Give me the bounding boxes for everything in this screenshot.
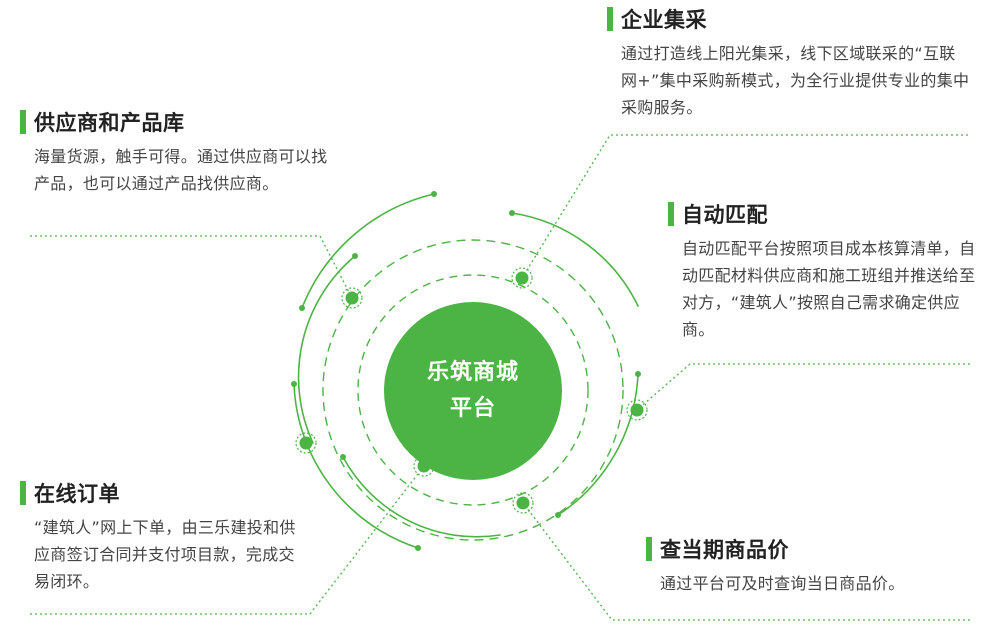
- dot: [291, 381, 297, 387]
- dot: [509, 210, 515, 216]
- feature-description: 通过打造线上阳光集采，线下区域联采的“互联网+”集中采购新模式，为全行业提供专业…: [621, 44, 970, 117]
- feature-price-query: 查当期商品价 通过平台可及时查询当日商品价。: [646, 534, 976, 597]
- dot: [340, 454, 346, 460]
- node-online-order: [413, 455, 435, 477]
- node-price-query: [512, 492, 534, 514]
- dot: [299, 305, 305, 311]
- node-group-purchase: [511, 267, 533, 289]
- connector-match: [636, 363, 970, 411]
- accent-bar: [607, 7, 613, 31]
- accent-bar: [668, 202, 674, 226]
- feature-title: 自动匹配: [682, 203, 768, 227]
- feature-title: 企业集采: [621, 8, 707, 32]
- feature-description: 自动匹配平台按照项目成本核算清单，自动匹配材料供应商和施工班组并推送给至对方，“…: [682, 239, 976, 339]
- feature-description: 海量货源，触手可得。通过供应商可以找产品，也可以通过产品找供应商。: [34, 147, 328, 193]
- feature-supplier-library: 供应商和产品库 海量货源，触手可得。通过供应商可以找产品，也可以通过产品找供应商…: [20, 107, 340, 197]
- feature-title: 在线订单: [34, 482, 120, 506]
- node-auto-match: [626, 399, 648, 421]
- dot: [555, 512, 561, 518]
- feature-title: 供应商和产品库: [34, 111, 185, 135]
- dot: [635, 371, 641, 377]
- outer-arc-bottom-left: [293, 383, 419, 549]
- outer-arc-top-left: [301, 193, 435, 309]
- accent-bar: [20, 110, 26, 134]
- feature-auto-match: 自动匹配 自动匹配平台按照项目成本核算清单，自动匹配材料供应商和施工班组并推送给…: [668, 199, 978, 343]
- dot: [415, 545, 421, 551]
- center-circle: [384, 302, 562, 480]
- accent-bar: [20, 481, 26, 505]
- connector-order: [30, 465, 425, 615]
- feature-title: 查当期商品价: [660, 538, 789, 562]
- accent-bar: [646, 537, 652, 561]
- node-supplier: [341, 287, 363, 309]
- dot: [431, 191, 437, 197]
- feature-group-purchase: 企业集采 通过打造线上阳光集采，线下区域联采的“互联网+”集中采购新模式，为全行…: [607, 4, 977, 121]
- connector-price: [522, 502, 970, 621]
- feature-description: 通过平台可及时查询当日商品价。: [660, 574, 905, 593]
- outer-arc-left: [297, 255, 356, 444]
- center-label-line2: 平台: [449, 396, 496, 421]
- dashed-ring-outer: [322, 239, 624, 541]
- feature-description: “建筑人”网上下单，由三乐建投和供应商签订合同并支付项目款，完成交易闭环。: [34, 518, 296, 591]
- node-left: [295, 432, 317, 454]
- connector-supplier: [30, 235, 353, 299]
- center-label-line1: 乐筑商城: [426, 360, 519, 385]
- feature-online-order: 在线订单 “建筑人”网上下单，由三乐建投和供应商签订合同并支付项目款，完成交易闭…: [20, 478, 320, 595]
- center-label: 乐筑商城 平台: [384, 302, 562, 480]
- outer-arc-top-right: [511, 212, 639, 307]
- dot: [352, 253, 358, 259]
- outer-arc-bottom-right: [557, 373, 639, 516]
- inner-arc-bottom: [342, 456, 501, 538]
- dashed-ring-inner: [357, 274, 589, 506]
